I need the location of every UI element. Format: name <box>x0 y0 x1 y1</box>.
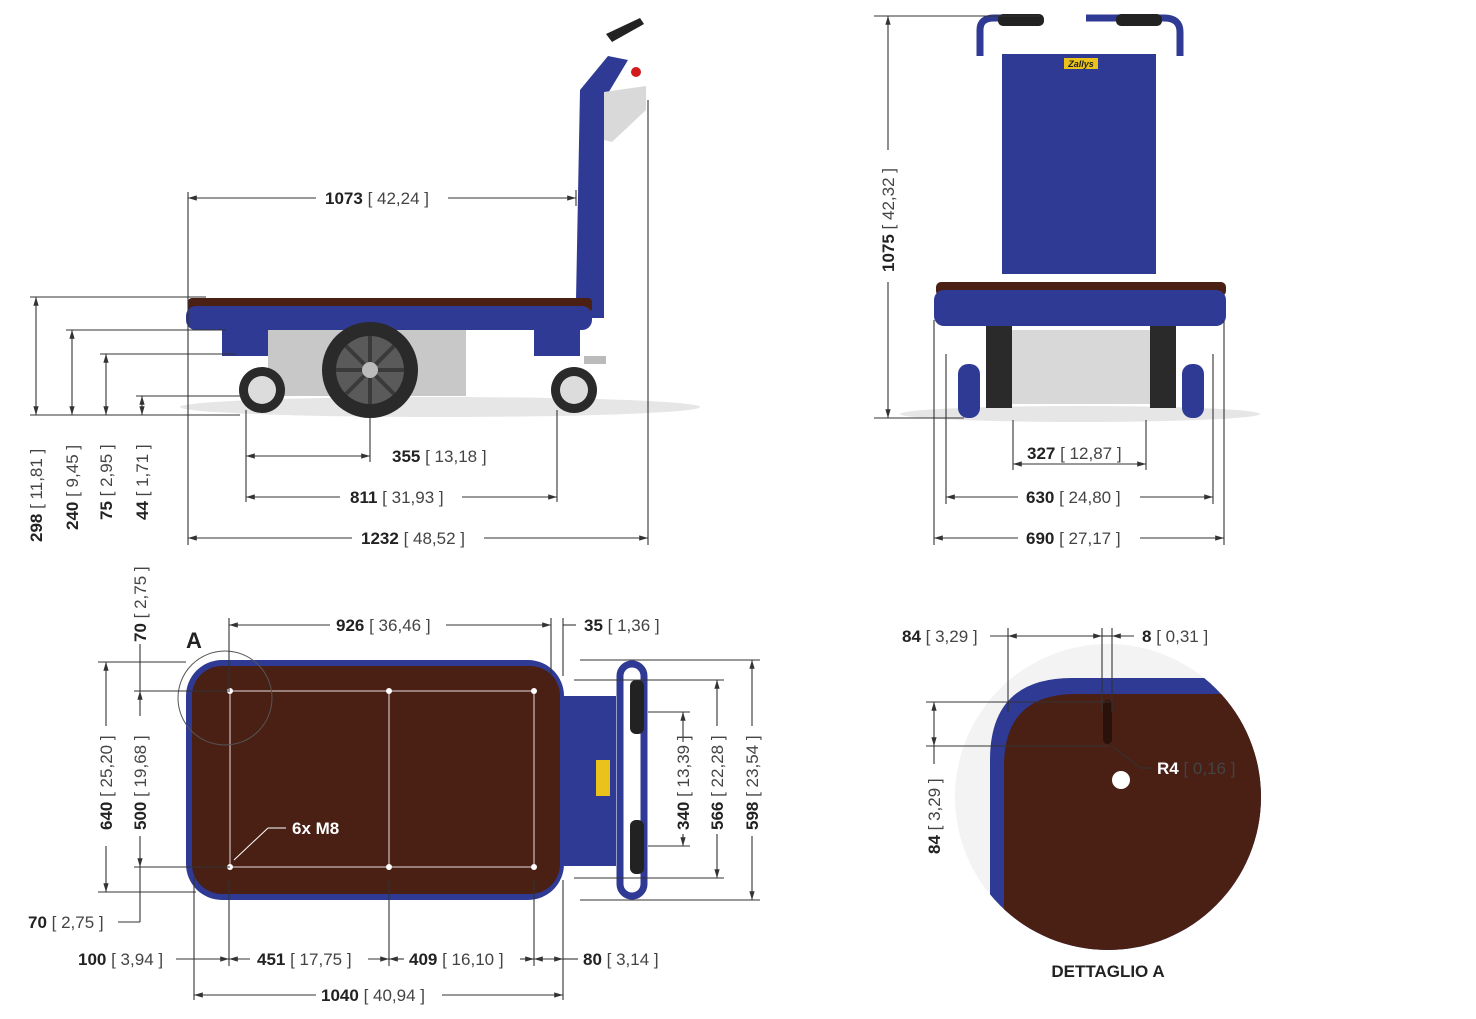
dim-100: 100 [ 3,94 ] <box>78 950 163 969</box>
deck-frame <box>186 306 592 330</box>
detail-title: DETTAGLIO A <box>1051 962 1164 981</box>
top-grip-upper <box>630 680 644 734</box>
caster-bracket-front <box>534 330 580 356</box>
dim-1073: 1073 [ 42,24 ] <box>325 189 429 208</box>
detail-dim-8: 8 [ 0,31 ] <box>1142 627 1208 646</box>
dim-355: 355 [ 13,18 ] <box>392 447 487 466</box>
front-drive-wheel-right <box>1150 326 1176 408</box>
dim-298: 298 [ 11,81 ] <box>27 449 46 542</box>
detail-dim-84-v: 84 [ 3,29 ] <box>925 778 944 854</box>
front-panel <box>1002 54 1156 274</box>
dim-75: 75 [ 2,95 ] <box>97 444 116 520</box>
brand-text: Zallys <box>1067 59 1094 69</box>
dim-409: 409 [ 16,10 ] <box>409 950 504 969</box>
dim-44: 44 [ 1,71 ] <box>133 444 152 520</box>
handle-column <box>576 56 628 318</box>
brand-badge <box>1064 58 1098 69</box>
dim-240: 240 [ 9,45 ] <box>63 445 82 530</box>
top-brand-badge <box>596 760 610 796</box>
front-handle-frame <box>976 14 1184 56</box>
dim-640: 640 [ 25,20 ] <box>97 735 116 830</box>
dim-926: 926 [ 36,46 ] <box>336 616 431 635</box>
dim-80: 80 [ 3,14 ] <box>583 950 659 969</box>
front-view: Zallys 1075 [ 42,32 ] 327 [ 12,87 ] 6 <box>874 14 1260 548</box>
handle-grip <box>606 18 644 42</box>
dim-566: 566 [ 22,28 ] <box>708 735 727 830</box>
dim-811: 811 [ 31,93 ] <box>350 488 444 507</box>
dim-1232: 1232 [ 48,52 ] <box>361 529 465 548</box>
dim-327: 327 [ 12,87 ] <box>1027 444 1122 463</box>
detail-a: 84 [ 3,29 ] 8 [ 0,31 ] 84 [ 3,29 ] R4 [ … <box>902 627 1261 981</box>
dim-598: 598 [ 23,54 ] <box>743 735 762 830</box>
dim-630: 630 [ 24,80 ] <box>1026 488 1121 507</box>
front-caster-right <box>1182 364 1204 418</box>
dim-340: 340 [ 13,39 ] <box>674 735 693 830</box>
detail-dim-r4: R4 [ 0,16 ] <box>1157 759 1235 778</box>
detail-hole <box>1112 771 1130 789</box>
front-caster-left <box>958 364 980 418</box>
dim-1040: 1040 [ 40,94 ] <box>321 986 425 1005</box>
dim-500: 500 [ 19,68 ] <box>131 735 150 830</box>
grip-right <box>1116 14 1162 26</box>
dim-70-bottom: 70 [ 2,75 ] <box>28 913 104 932</box>
dim-451: 451 [ 17,75 ] <box>257 950 352 969</box>
dim-70-top: 70 [ 2,75 ] <box>131 566 150 642</box>
holes-label: 6x M8 <box>292 819 339 838</box>
detail-slot <box>1103 700 1112 744</box>
control-box <box>604 86 646 142</box>
top-grip-lower <box>630 820 644 874</box>
dim-1075: 1075 [ 42,32 ] <box>879 168 898 272</box>
detail-mark: A <box>186 628 202 653</box>
detail-circle <box>177 650 273 746</box>
front-battery <box>1012 330 1150 404</box>
grip-left <box>998 14 1044 26</box>
front-deck-frame <box>934 290 1226 326</box>
caster-bracket-rear <box>222 330 268 356</box>
dim-690: 690 [ 27,17 ] <box>1026 529 1121 548</box>
top-handle-loop <box>616 660 648 900</box>
detail-dim-84-h: 84 [ 3,29 ] <box>902 627 978 646</box>
front-drive-wheel-left <box>986 326 1012 408</box>
side-view: 1073 [ 42,24 ] 355 [ 13,18 ] 811 [ 31,93… <box>27 18 700 548</box>
top-deck <box>192 666 560 894</box>
brake-pedal <box>584 356 606 364</box>
emergency-stop-icon <box>631 67 641 77</box>
dim-35: 35 [ 1,36 ] <box>584 616 660 635</box>
top-view: A 6x M8 <box>28 566 762 1005</box>
detail-deck <box>1004 694 1261 950</box>
